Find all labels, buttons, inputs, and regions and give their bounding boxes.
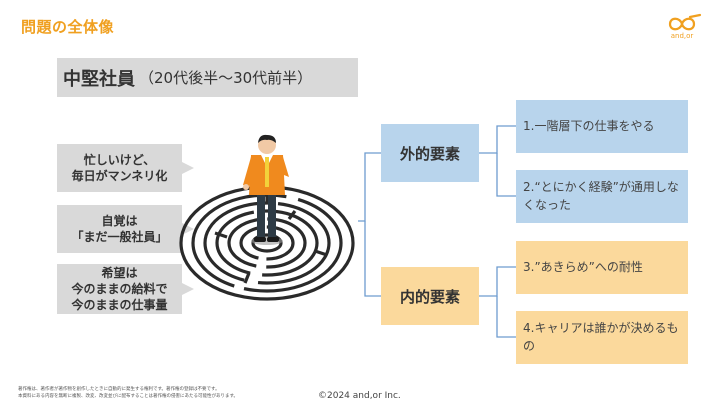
man-on-maze-icon — [179, 134, 355, 301]
infinity-logo-icon — [668, 13, 702, 31]
page-title: 問題の全体像 — [21, 18, 115, 36]
copyright-notice: 著作権は、著作者が著作物を創作したときに自動的に発生する権利です。著作権の登録は… — [18, 387, 238, 401]
callout-self-awareness: 自覚は 「まだ一般社員」 — [57, 205, 194, 253]
callout-line: 希望は — [101, 265, 138, 280]
internal-factors-box: 内的要素 — [381, 267, 479, 325]
callout-line: 今のままの給料で — [71, 281, 168, 296]
external-factor-item: 2.“とにかく経験”が通用しなくなった — [516, 170, 688, 223]
internal-factor-item: 3.”あきらめ”への耐性 — [516, 241, 688, 294]
brand-logo: and,or — [660, 13, 704, 45]
callout-line: 毎日がマンネリ化 — [71, 169, 168, 183]
subject-age-range: （20代後半〜30代前半） — [139, 69, 313, 87]
logo-wordmark: and,or — [670, 32, 694, 40]
callout-mannerism: 忙しいけど、 毎日がマンネリ化 — [57, 144, 194, 192]
subject-banner: 中堅社員 （20代後半〜30代前半） — [57, 58, 358, 97]
maze-illustration — [175, 133, 360, 308]
callout-line: 今のままの仕事量 — [71, 298, 168, 313]
copyright-text: ©2024 and,or Inc. — [318, 391, 401, 401]
external-factors-box: 外的要素 — [381, 124, 479, 182]
external-factor-item: 1.一階層下の仕事をやる — [516, 100, 688, 153]
callout-wish: 希望は 今のままの給料で 今のままの仕事量 — [57, 264, 194, 314]
notice-line: 著作権は、著作者が著作物を創作したときに自動的に発生する権利です。著作権の登録は… — [18, 387, 220, 392]
callout-line: 自覚は — [101, 213, 138, 228]
internal-factor-item: 4.キャリアは誰かが決めるもの — [516, 311, 688, 364]
callout-line: 忙しいけど、 — [83, 152, 156, 167]
callout-line: 「まだ一般社員」 — [71, 230, 168, 244]
subject-title: 中堅社員 — [63, 68, 135, 90]
notice-line: 本資料にある内容を無断に複製、改変、改変並びに配布することは著作権の侵害にあたる… — [18, 393, 239, 399]
